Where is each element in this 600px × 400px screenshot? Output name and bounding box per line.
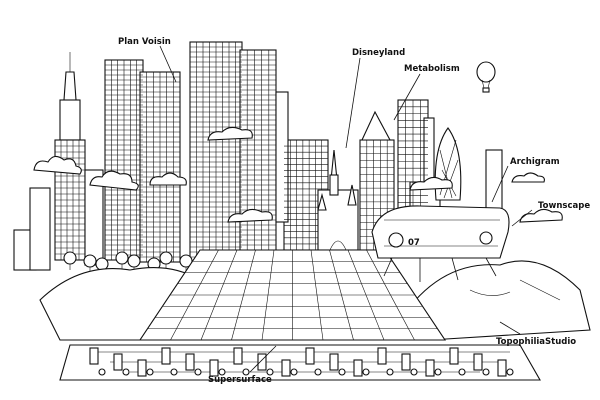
label-metabolism: Metabolism xyxy=(404,64,460,74)
empire-state-tower xyxy=(54,52,86,261)
vehicle-number: 07 xyxy=(408,238,420,248)
label-topophilia-studio: TopophiliaStudio xyxy=(496,337,576,347)
label-disneyland: Disneyland xyxy=(352,48,405,58)
clouds xyxy=(33,126,563,223)
label-leaders xyxy=(159,45,533,373)
hot-air-balloon xyxy=(476,61,496,93)
plan-voisin-towers xyxy=(104,41,277,268)
supersurface-grid xyxy=(138,249,447,341)
disneyland-castle xyxy=(317,149,359,251)
label-townscape: Townscape xyxy=(538,201,590,211)
label-supersurface: Supersurface xyxy=(208,375,272,385)
label-plan-voisin: Plan Voisin xyxy=(118,37,171,47)
underground-machinery xyxy=(59,344,541,381)
gherkin-tower xyxy=(434,127,462,201)
left-low-buildings xyxy=(13,169,104,271)
archigram-walking-city: 07 xyxy=(371,205,510,282)
label-archigram: Archigram xyxy=(510,157,560,167)
